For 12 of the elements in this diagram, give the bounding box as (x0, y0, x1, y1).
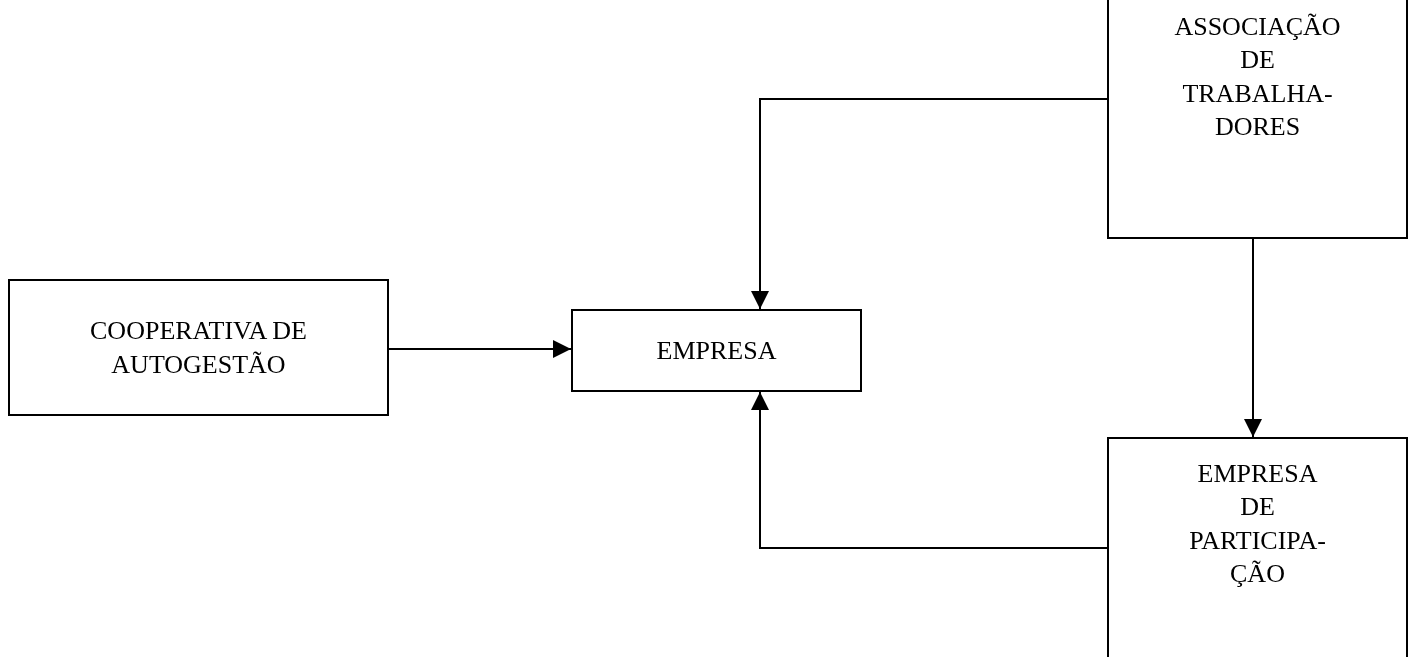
arrow (751, 98, 1108, 310)
process-box (1107, 0, 1408, 239)
box-label: EMPRESA (656, 334, 777, 367)
process-box (1107, 437, 1408, 657)
process-box (571, 309, 862, 392)
arrow (751, 391, 1108, 549)
box-label: ASSOCIAÇÃO DE TRABALHA- DORES (1174, 11, 1341, 143)
box-label: EMPRESA DE PARTICIPA- ÇÃO (1189, 458, 1326, 590)
process-box (8, 279, 389, 416)
box-label: COOPERATIVA DE AUTOGESTÃO (89, 315, 308, 381)
arrow (1244, 238, 1262, 438)
arrow (388, 340, 572, 358)
